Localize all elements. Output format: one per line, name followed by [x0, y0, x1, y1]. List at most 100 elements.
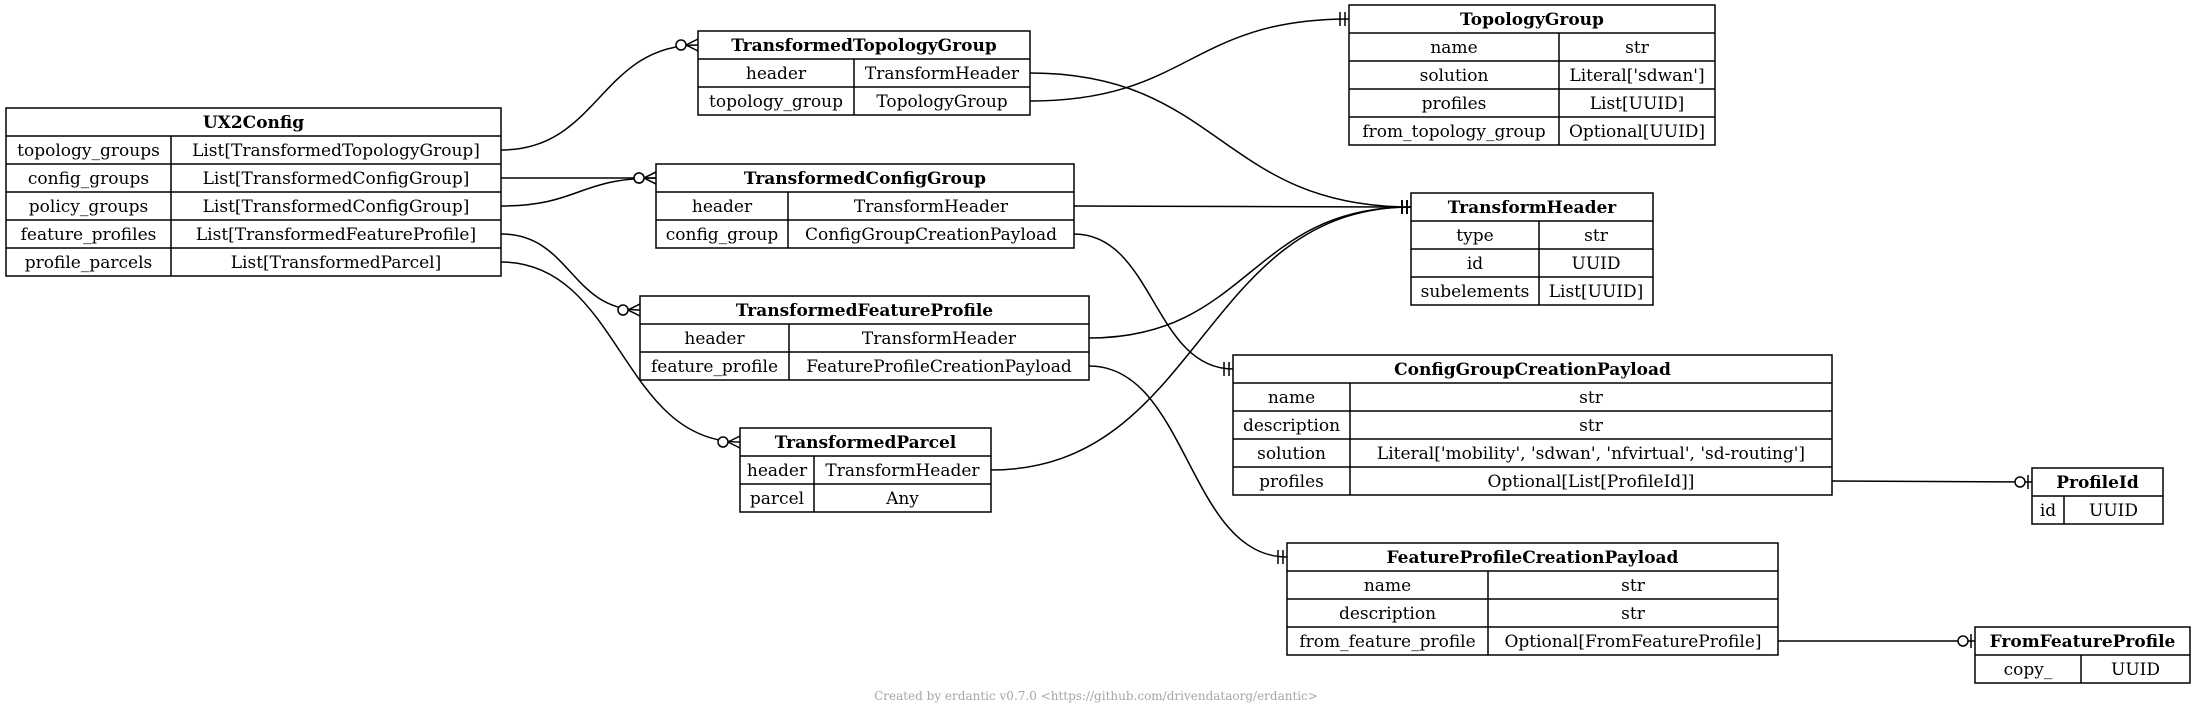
table-border [1348, 4, 1716, 146]
field-type: Literal['sdwan'] [1569, 66, 1704, 86]
relationship-edge [500, 233, 641, 317]
table-title: TransformedConfigGroup [744, 169, 986, 189]
relationship-edge [500, 38, 699, 151]
field-name: parcel [750, 489, 804, 509]
field-type: str [1579, 388, 1604, 408]
field-type: str [1625, 38, 1650, 58]
field-name: profile_parcels [25, 253, 152, 273]
crow-foot-mark [643, 177, 657, 185]
field-type: Optional[List[ProfileId]] [1488, 472, 1695, 492]
table-border [739, 427, 992, 513]
crow-foot-mark [727, 441, 741, 449]
relationship-edge [1088, 365, 1288, 564]
zero-circle-mark [1957, 635, 1969, 647]
relationship-edges [500, 12, 2033, 648]
relationship-edge [500, 261, 741, 449]
table-border [639, 295, 1090, 381]
table-title: TransformedTopologyGroup [731, 36, 997, 56]
field-name: id [2040, 501, 2056, 521]
table-title: ProfileId [2056, 473, 2139, 493]
table-transformed-feature-profile: TransformedFeatureProfile header Transform… [639, 295, 1090, 381]
relationship-edge [501, 171, 657, 185]
edge-line [500, 177, 657, 207]
field-name: description [1339, 604, 1436, 624]
edge-line [1831, 480, 2033, 483]
crow-foot-mark [685, 38, 699, 46]
field-type: str [1621, 604, 1646, 624]
crow-foot-mark [685, 44, 699, 52]
edge-line [1029, 18, 1350, 102]
relationship-edge [990, 200, 1412, 471]
field-name: topology_group [709, 92, 843, 112]
edge-line [1073, 205, 1412, 208]
field-type: List[TransformedFeatureProfile] [196, 225, 476, 245]
field-type: List[TransformedConfigGroup] [203, 169, 470, 189]
edge-line [500, 261, 741, 443]
field-type: TransformHeader [865, 64, 1020, 84]
field-type: UUID [2089, 501, 2138, 521]
table-title: TransformHeader [1448, 198, 1618, 218]
field-type: TopologyGroup [876, 92, 1007, 112]
edge-line [1029, 72, 1412, 208]
field-type: List[UUID] [1549, 282, 1644, 302]
field-type: TransformHeader [862, 329, 1017, 349]
relationship-edge [1778, 634, 1975, 648]
field-name: from_topology_group [1362, 122, 1545, 142]
field-name: topology_groups [17, 141, 160, 161]
table-border [1232, 354, 1833, 496]
field-type: Literal['mobility', 'sdwan', 'nfvirtual'… [1377, 444, 1805, 464]
table-title: TransformedParcel [775, 433, 957, 453]
crow-foot-mark [627, 309, 641, 317]
field-type: List[TransformedConfigGroup] [203, 197, 470, 217]
crow-foot-mark [643, 171, 657, 179]
edge-line [500, 233, 641, 311]
edge-line [1088, 206, 1412, 339]
field-name: subelements [1421, 282, 1530, 302]
relationship-edge [500, 171, 657, 207]
field-type: Any [885, 489, 919, 509]
crow-foot-mark [627, 303, 641, 311]
table-border [697, 30, 1031, 116]
footer-credit: Created by erdantic v0.7.0 <https://gith… [874, 689, 1318, 703]
field-name: description [1243, 416, 1340, 436]
table-title: ConfigGroupCreationPayload [1394, 360, 1671, 380]
edge-line [1088, 365, 1288, 558]
table-title: TransformedFeatureProfile [736, 301, 993, 321]
field-type: ConfigGroupCreationPayload [805, 225, 1057, 245]
field-type: TransformHeader [825, 461, 980, 481]
edge-line [990, 206, 1412, 471]
table-title: UX2Config [203, 113, 304, 133]
field-name: name [1364, 576, 1411, 596]
field-name: feature_profile [651, 357, 778, 377]
field-name: header [684, 329, 745, 349]
edge-line [500, 44, 699, 151]
relationship-edge [1831, 475, 2033, 489]
crow-foot-mark [727, 435, 741, 443]
field-name: solution [1420, 66, 1489, 86]
field-type: List[TransformedTopologyGroup] [192, 141, 480, 161]
field-name: name [1430, 38, 1477, 58]
relationship-edge [1029, 12, 1350, 102]
field-type: Optional[FromFeatureProfile] [1504, 632, 1761, 652]
relationship-edge [1073, 233, 1234, 376]
field-name: header [692, 197, 753, 217]
field-type: UUID [1572, 254, 1621, 274]
field-name: feature_profiles [21, 225, 157, 245]
edge-line [1073, 233, 1234, 370]
field-type: Optional[UUID] [1569, 122, 1705, 142]
field-type: str [1621, 576, 1646, 596]
zero-circle-mark [675, 39, 687, 51]
field-name: config_groups [28, 169, 149, 189]
field-name: copy_ [2004, 660, 2053, 680]
zero-circle-mark [633, 172, 645, 184]
